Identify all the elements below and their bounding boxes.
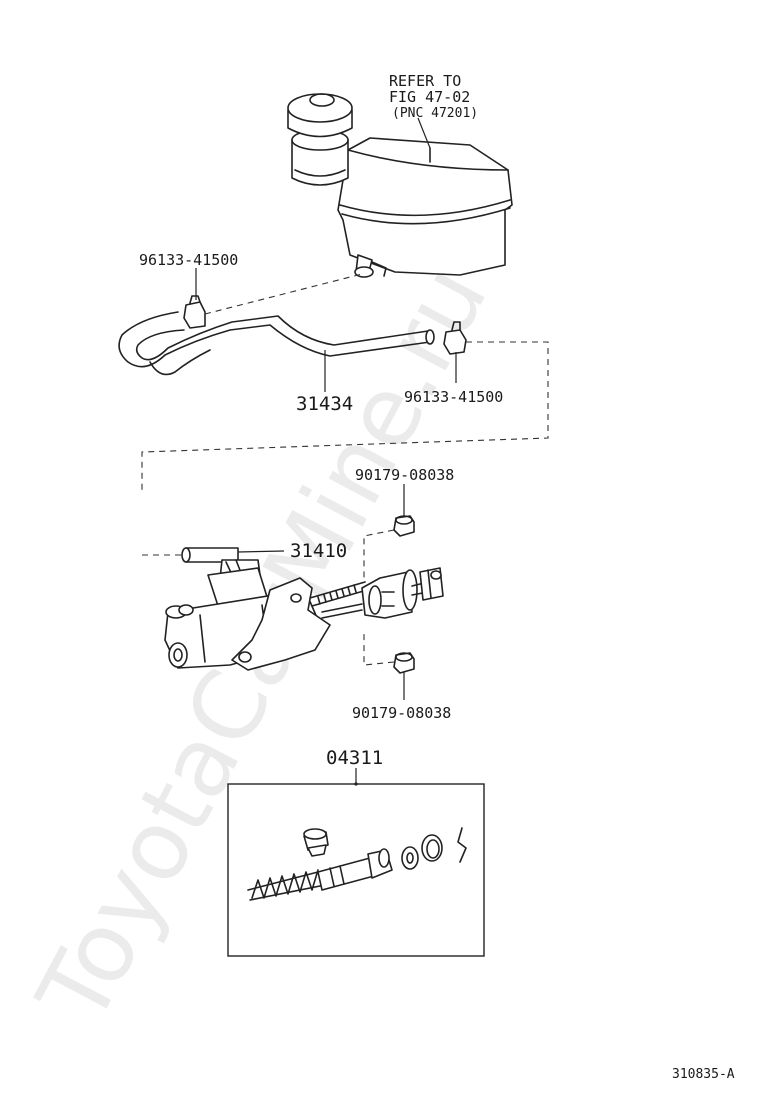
reservoir-tank (287, 93, 513, 278)
label-refer-line3: (PNC 47201) (392, 106, 478, 121)
dash-grommet-top (363, 529, 395, 580)
leader-cylinder (237, 550, 285, 553)
label-grommet-top: 90179-08038 (355, 466, 454, 484)
hose-clip-top (183, 295, 206, 329)
label-refer-line2: FIG 47-02 (389, 88, 470, 106)
hose (118, 311, 435, 376)
dash-clip-to-reservoir (204, 273, 363, 315)
dash-clip-right-route (141, 341, 549, 490)
label-clip-top: 96133-41500 (139, 251, 238, 269)
repair-kit-parts (247, 827, 467, 901)
label-cylinder: 31410 (290, 540, 347, 562)
clutch-master-cylinder (164, 547, 444, 671)
label-repair-kit: 04311 (326, 747, 383, 769)
hose-clip-right (443, 321, 467, 355)
label-hose: 31434 (296, 393, 353, 415)
label-clip-right: 96133-41500 (404, 388, 503, 406)
diagram-id: 310835-A (672, 1067, 735, 1082)
label-grommet-bottom: 90179-08038 (352, 704, 451, 722)
dash-grommet-bottom (363, 630, 395, 666)
grommet-bottom (393, 652, 415, 674)
label-refer-line1: REFER TO (389, 72, 461, 90)
leader-reservoir (417, 117, 431, 149)
grommet-top (393, 515, 415, 537)
